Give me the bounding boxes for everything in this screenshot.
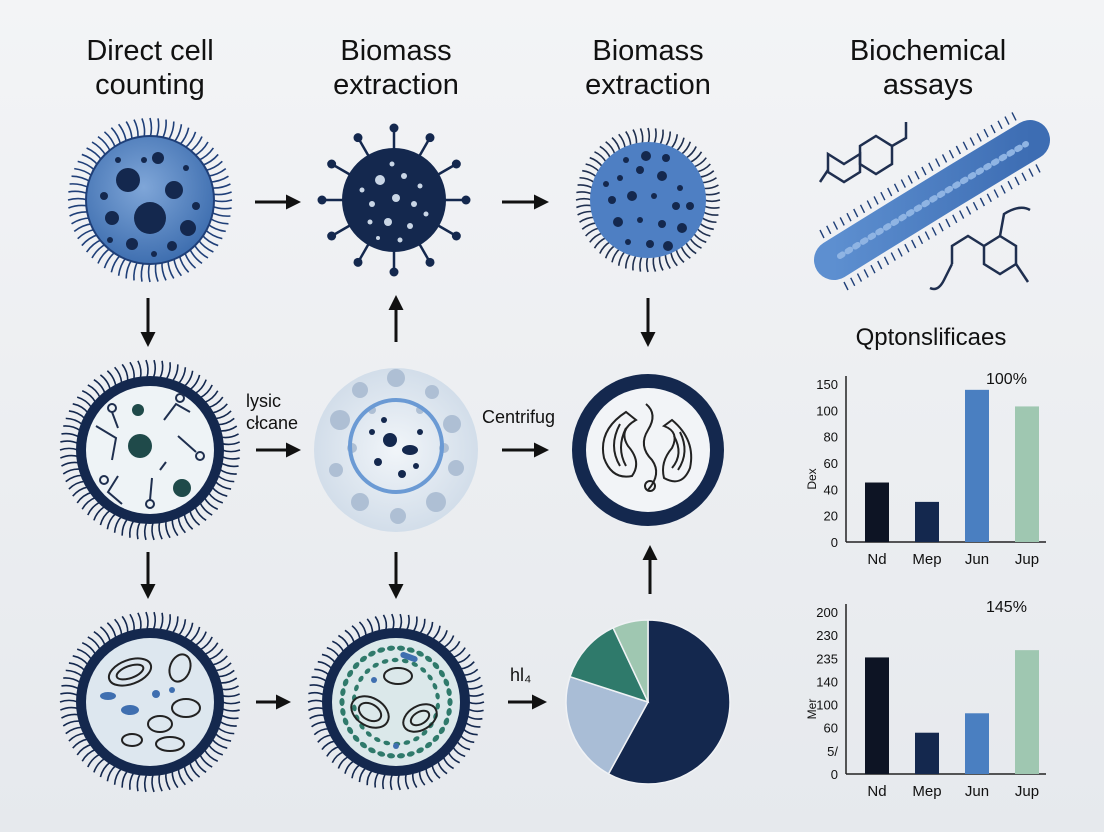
heading-biomass-extraction-1: Biomass extraction: [286, 34, 506, 102]
x-tick-label: Jun: [965, 551, 989, 568]
centrifuge-label: Centrifug: [482, 407, 556, 427]
y-tick-label: 60: [824, 456, 838, 471]
chart-title: Qptonslificaes: [855, 324, 1007, 351]
y-tick-label: 100: [816, 698, 838, 713]
heading-biomass-extraction-2: Biomass extraction: [538, 34, 758, 102]
heading-line: extraction: [333, 69, 459, 101]
x-tick-label: Mep: [912, 551, 941, 568]
y-axis-label: Mer: [805, 699, 819, 720]
bar: [1015, 650, 1039, 774]
cell-with-molecules: [59, 359, 241, 541]
lysed-cell: [314, 368, 478, 532]
molecule-structure-top: [818, 122, 908, 184]
y-axis-label: Dex: [805, 468, 819, 489]
lysis-label: lysic cłcane: [246, 390, 298, 434]
y-tick-label: 20: [824, 509, 838, 524]
y-tick-label: 200: [816, 605, 838, 620]
cell-blue-cilia: [67, 117, 233, 283]
y-tick-label: 5/: [827, 744, 838, 759]
y-tick-label: 60: [824, 721, 838, 736]
bar: [915, 501, 939, 542]
pie-slice: [565, 675, 650, 775]
y-tick-label: 0: [831, 535, 838, 550]
pie-chart: [565, 619, 731, 785]
x-tick-label: Nd: [867, 783, 886, 800]
x-tick-label: Jup: [1015, 551, 1039, 568]
cell-with-beads: [307, 613, 485, 791]
bar: [915, 732, 939, 774]
heading-line: extraction: [585, 69, 711, 101]
bar: [1015, 406, 1039, 542]
heading-line: Biomass: [592, 35, 704, 67]
chart-annotation: 145%: [986, 599, 1027, 616]
y-tick-label: 40: [824, 482, 838, 497]
virus-particle: [317, 123, 471, 277]
bar: [965, 389, 989, 542]
pie-slice: [612, 619, 649, 703]
heading-direct-cell-counting: Direct cell counting: [40, 34, 260, 102]
pie-slice: [569, 626, 650, 704]
cell-spotted: [575, 127, 721, 273]
y-tick-label: 150: [816, 377, 838, 392]
centrifuge-ring: [572, 374, 724, 526]
heading-line: assays: [882, 69, 974, 101]
y-tick-label: 230: [816, 628, 838, 643]
bar: [965, 713, 989, 774]
heading-line: Biomass: [340, 35, 452, 67]
rod-bacterium: [814, 112, 1050, 291]
x-tick-label: Mep: [912, 783, 941, 800]
y-tick-label: 100: [816, 403, 838, 418]
heading-line: Direct cell: [86, 35, 214, 67]
y-tick-label: 140: [816, 674, 838, 689]
x-tick-label: Jup: [1015, 783, 1039, 800]
lysis-label-line: lysic: [246, 391, 281, 411]
chart-annotation: 100%: [986, 371, 1027, 388]
lysis-label-line: cłcane: [246, 413, 299, 433]
pie-slice: [607, 619, 731, 785]
bar: [865, 482, 889, 542]
molecule-structure-bottom: [929, 206, 1031, 291]
flow-arrows: [140, 194, 658, 710]
bottom-arrow-label: hl₄: [510, 665, 532, 685]
x-tick-label: Jun: [965, 783, 989, 800]
bar: [865, 657, 889, 774]
heading-line: counting: [95, 69, 205, 101]
heading-biochemical-assays: Biochemical assays: [818, 34, 1038, 102]
cell-with-organelles: [59, 611, 241, 793]
y-tick-label: 235: [816, 651, 838, 666]
heading-line: Biochemical: [849, 35, 1007, 67]
x-tick-label: Nd: [867, 551, 886, 568]
y-tick-label: 0: [831, 767, 838, 782]
y-tick-label: 80: [824, 430, 838, 445]
